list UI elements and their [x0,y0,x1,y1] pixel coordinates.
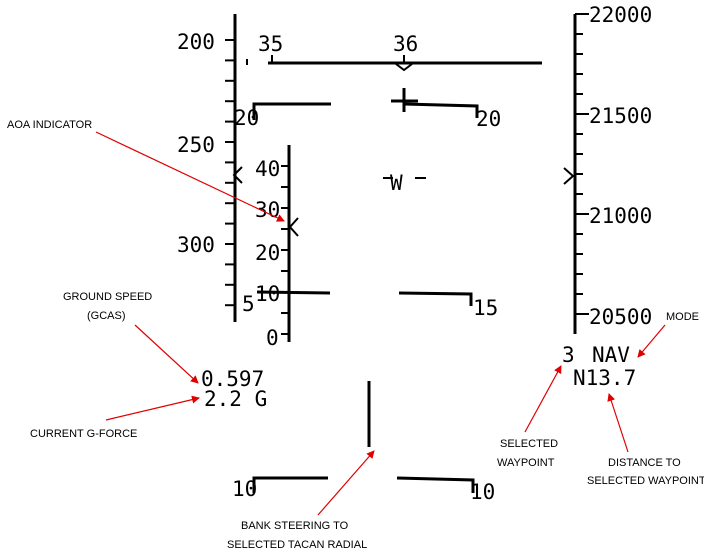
heading-label-35: 35 [258,32,283,56]
altitude-label-21000: 21000 [589,204,652,228]
pitch-ladder: 20 20 5 15 10 10 [232,102,501,504]
label-selected-waypoint-2: WAYPOINT [497,457,555,469]
pitch-label-lower-left: 10 [232,477,257,501]
label-selected-waypoint-1: SELECTED [500,438,558,450]
annotation-arrows [95,131,666,516]
arrow-g-force [105,395,200,421]
arrow-bank-steering [317,450,375,516]
airspeed-caret [232,166,243,184]
arrow-aoa [95,131,285,222]
pitch-label-lower-right: 10 [470,480,495,504]
pitch-label-mid-left: 5 [242,292,255,316]
label-bank-steering-2: SELECTED TACAN RADIAL [227,539,367,551]
label-ground-speed-gcas: (GCAS) [87,310,126,322]
aoa-scale: 40 30 20 10 0 [255,145,299,350]
aoa-caret [288,217,299,237]
mode-readout: NAV [592,343,630,367]
pitch-label-upper-right: 20 [476,107,501,131]
aoa-label-20: 20 [255,241,280,265]
pitch-label-mid-right: 15 [473,296,498,320]
waypoint-number: 3 [562,343,575,367]
pitch-label-upper-left: 20 [234,106,259,130]
label-bank-steering-1: BANK STEERING TO [241,520,349,532]
aoa-label-0: 0 [266,326,279,350]
flight-path-marker [391,88,418,112]
airspeed-label-300: 300 [177,233,215,257]
arrow-ground-speed [134,324,199,384]
altitude-caret [563,167,575,185]
label-ground-speed: GROUND SPEED [63,291,152,303]
aoa-label-30: 30 [255,198,280,222]
arrow-mode [637,324,666,358]
velocity-vector: W [383,171,426,195]
waypoint-distance: N13.7 [573,366,636,390]
airspeed-label-250: 250 [177,133,215,157]
ground-speed-readout: 0.597 [201,367,264,391]
label-aoa-indicator: AOA INDICATOR [7,119,92,131]
heading-tape: 35 36 [246,32,542,72]
airspeed-label-200: 200 [177,30,215,54]
aoa-label-10: 10 [255,282,280,306]
label-current-g: CURRENT G-FORCE [30,428,137,440]
airspeed-tape: 200 250 300 [177,14,243,322]
arrow-distance [607,393,629,453]
altitude-tape: 22000 21500 21000 20500 [563,3,652,334]
altitude-label-20500: 20500 [589,305,652,329]
label-distance-2: SELECTED WAYPOINT [587,475,704,487]
heading-label-36: 36 [393,32,418,56]
aoa-label-40: 40 [255,157,280,181]
label-distance-1: DISTANCE TO [608,457,681,469]
altitude-label-21500: 21500 [589,104,652,128]
g-force-readout: 2.2 G [204,387,267,411]
label-mode: MODE [666,311,699,323]
altitude-label-22000: 22000 [589,3,652,27]
arrow-waypoint [524,365,562,433]
velocity-vector-symbol: W [390,171,403,195]
